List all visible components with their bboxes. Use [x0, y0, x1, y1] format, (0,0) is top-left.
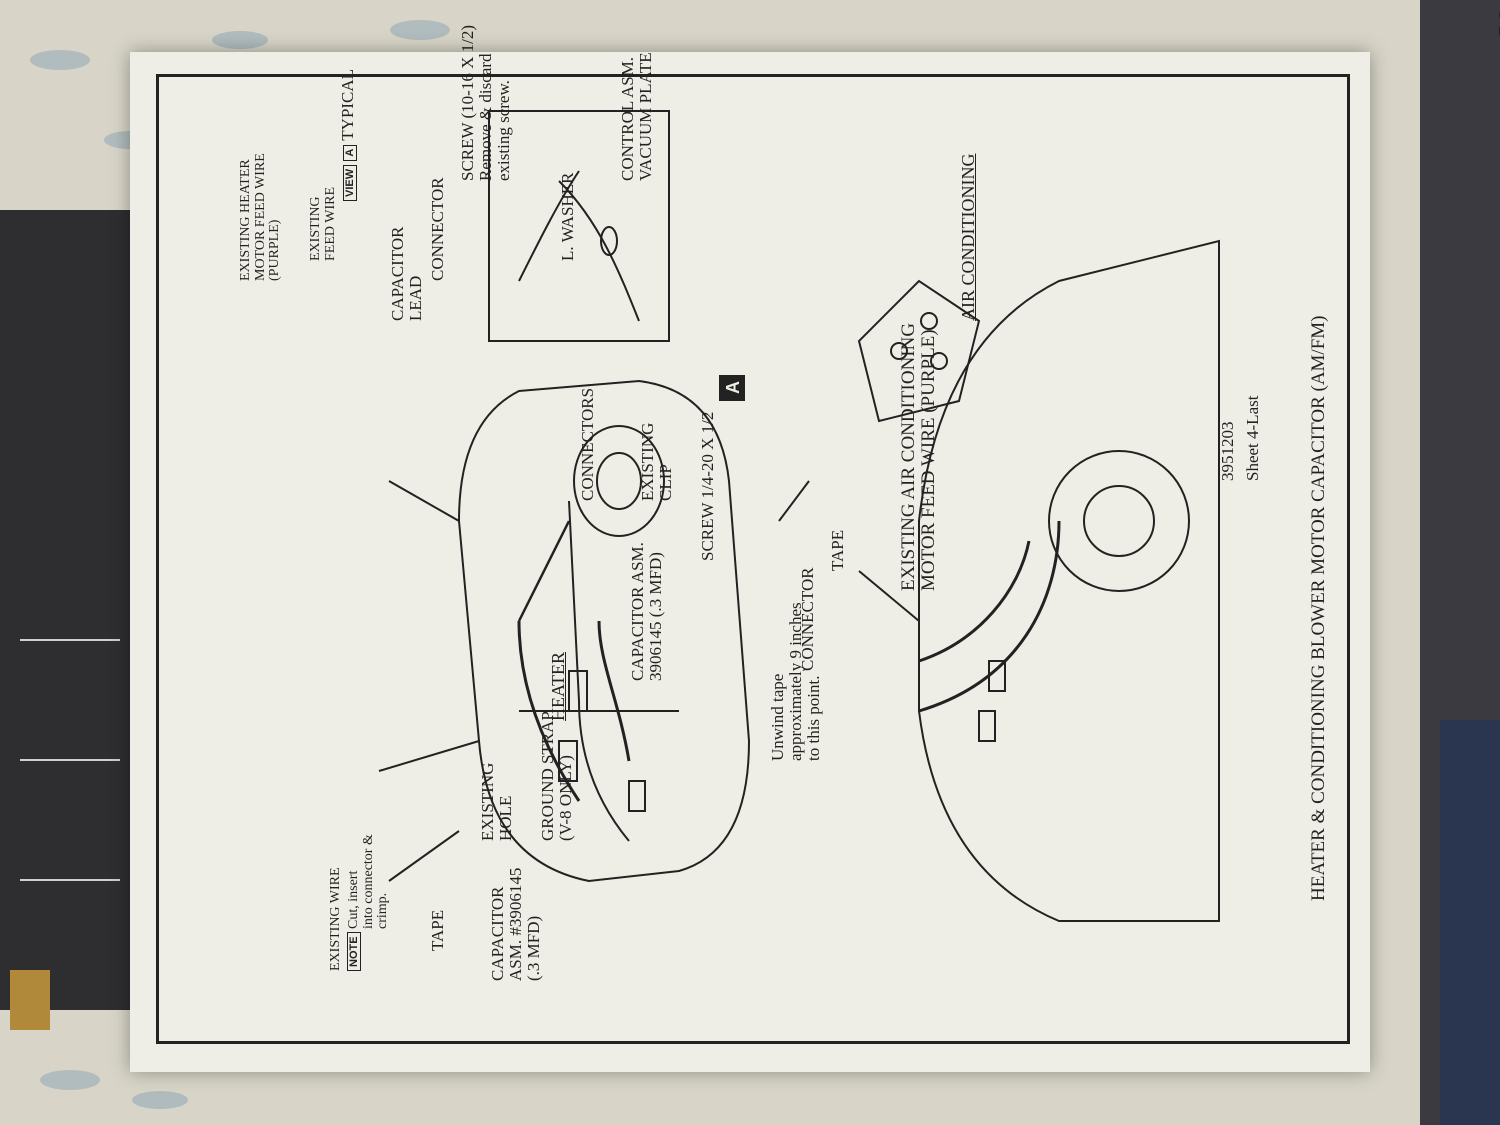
callout-capacitor-lead: CAPACITOR LEAD: [388, 226, 425, 321]
sheet-title: HEATER & CONDITIONING BLOWER MOTOR CAPAC…: [1308, 315, 1329, 901]
callout-tape-top: TAPE: [428, 909, 447, 951]
sheet-border: A EXISTING WIRE NOTE Cut, insert into co…: [156, 25, 1350, 1044]
callout-existing-ac-feed-wire: EXISTING AIR CONDITIONING MOTOR FEED WIR…: [898, 322, 939, 591]
note-badge: NOTE: [347, 932, 362, 971]
callout-connector-view: CONNECTOR: [428, 177, 447, 281]
callout-connectors: CONNECTORS: [578, 387, 597, 501]
callout-existing-heater-feed-wire: EXISTING HEATER MOTOR FEED WIRE (PURPLE): [238, 153, 283, 281]
section-heater: HEATER: [548, 652, 568, 721]
callout-existing-wire-note: Cut, insert into connector & crimp.: [346, 834, 391, 929]
callout-existing-hole: EXISTING HOLE: [478, 762, 515, 841]
callout-capacitor-asm-top: CAPACITOR ASM. #3906145 (.3 MFD): [488, 867, 543, 981]
sheet-info: Sheet 4-Last: [1243, 395, 1262, 481]
typical-label: TYPICAL: [338, 68, 357, 141]
callout-capacitor-asm-mid: CAPACITOR ASM. 3906145 (.3 MFD): [628, 542, 665, 681]
page-number: 7-2: [1496, 10, 1500, 37]
callout-ground-strap: GROUND STRAP (V-8 ONLY): [538, 711, 575, 841]
callout-existing-feed-wire: EXISTING FEED WIRE: [308, 186, 338, 261]
svg-text:A: A: [723, 381, 743, 394]
callout-l-washer: L. WASHER: [558, 172, 577, 261]
note-label: NOTE: [347, 932, 361, 971]
section-air-conditioning: AIR CONDITIONING: [958, 153, 978, 321]
installation-diagram: A: [378, 110, 1220, 922]
callout-tape-mid: TAPE: [828, 529, 847, 571]
doc-number: 3951203: [1218, 421, 1237, 482]
callout-screw-quarter: SCREW 1/4-20 X 1/2: [698, 411, 717, 561]
callout-control-asm: CONTROL ASM. VACUUM PLATE: [618, 52, 655, 181]
callout-existing-clip: EXISTING CLIP: [638, 422, 675, 501]
instruction-sheet: A EXISTING WIRE NOTE Cut, insert into co…: [130, 25, 1370, 1072]
view-a-label: VIEW A TYPICAL: [338, 68, 357, 201]
callout-connector: CONNECTOR: [798, 567, 817, 671]
callout-screw-10-16: SCREW (10-16 X 1/2) Remove & discard exi…: [458, 25, 513, 181]
view-label: VIEW: [343, 164, 357, 201]
view-letter: A: [343, 144, 357, 161]
callout-existing-wire: EXISTING WIRE: [328, 867, 343, 971]
